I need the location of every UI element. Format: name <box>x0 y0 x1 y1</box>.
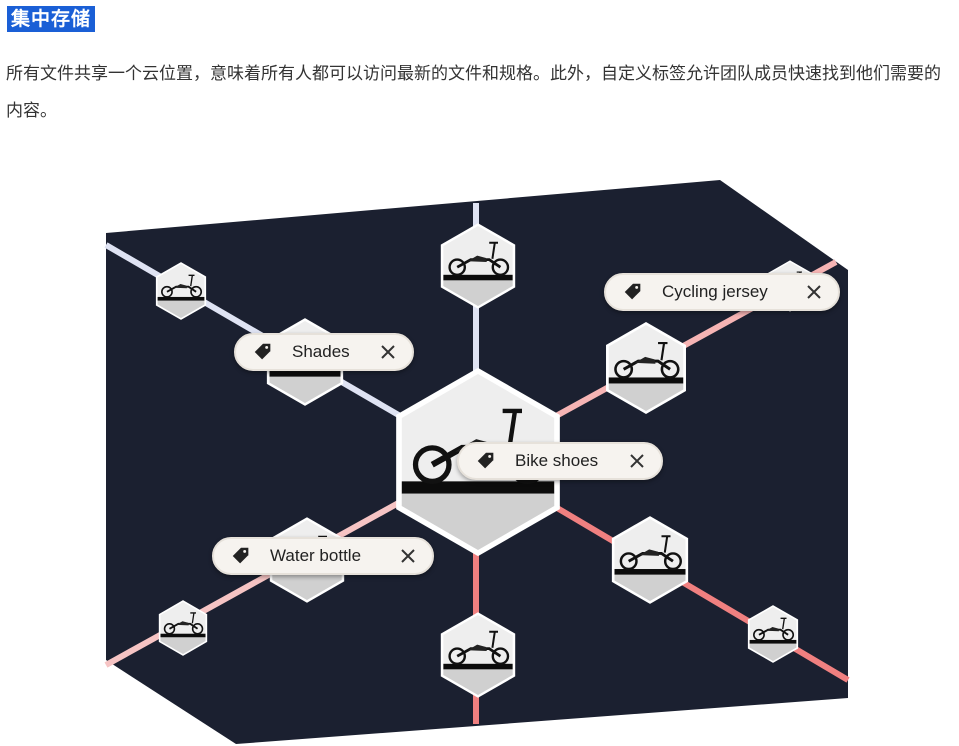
tag-label: Water bottle <box>270 546 362 565</box>
section-description: 所有文件共享一个云位置，意味着所有人都可以访问最新的文件和规格。此外，自定义标签… <box>6 64 941 121</box>
tag-icon <box>475 450 497 472</box>
tag-icon <box>230 545 252 567</box>
tag-chip-shades[interactable]: Shades <box>234 333 414 371</box>
close-icon[interactable] <box>627 451 647 471</box>
tag-label: Cycling jersey <box>662 282 768 301</box>
tag-chip-water-bottle[interactable]: Water bottle <box>212 537 434 575</box>
tag-icon <box>622 281 644 303</box>
tag-chip-cycling-jersey[interactable]: Cycling jersey <box>604 273 840 311</box>
tag-label: Shades <box>292 342 350 361</box>
close-icon[interactable] <box>398 546 418 566</box>
tag-icon <box>252 341 274 363</box>
section-heading: 集中存储 <box>7 6 96 32</box>
tag-label: Bike shoes <box>515 451 599 470</box>
close-icon[interactable] <box>378 342 398 362</box>
close-icon[interactable] <box>804 282 824 302</box>
tag-chip-bike-shoes[interactable]: Bike shoes <box>457 442 663 480</box>
